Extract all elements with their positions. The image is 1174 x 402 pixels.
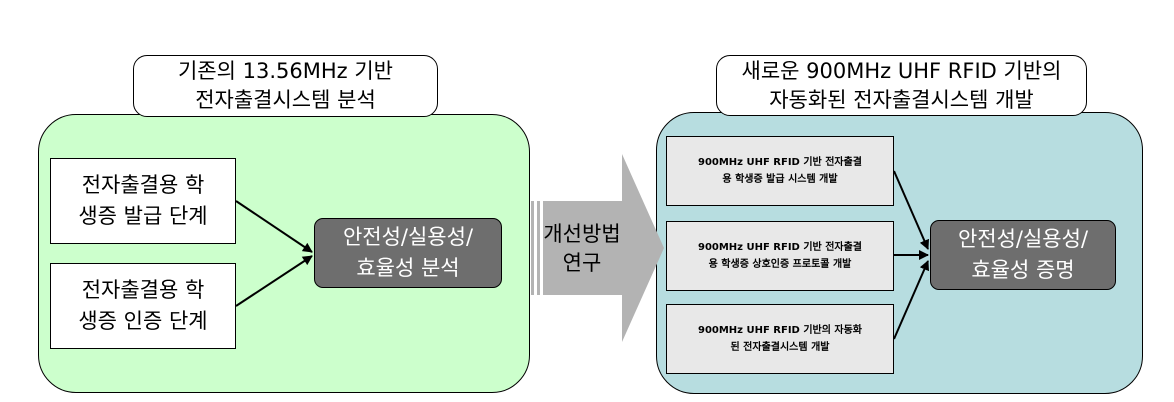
proof-result-box: 안전성/실용성/ 효율성 증명: [930, 220, 1116, 290]
issue-to-analysis-arrow: [235, 200, 313, 253]
id-card-auth-step: 전자출결용 학 생증 인증 단계: [50, 263, 236, 349]
auth-to-analysis-arrow: [235, 255, 313, 307]
auto-attendance-dev-box: 900MHz UHF RFID 기반의 자동화 된 전자출결시스템 개발: [666, 304, 894, 374]
improvement-method-label: 개선방법 연구: [543, 222, 621, 275]
id-card-issue-step: 전자출결용 학 생증 발급 단계: [50, 158, 236, 244]
issue-system-dev-box: 900MHz UHF RFID 기반 전자출결 용 학생증 발급 시스템 개발: [666, 136, 894, 206]
improvement-arrow: [531, 154, 664, 342]
auth-protocol-dev-box: 900MHz UHF RFID 기반 전자출결 용 학생증 상호인증 프로토콜 …: [666, 221, 894, 291]
new-system-title: 새로운 900MHz UHF RFID 기반의 자동화된 전자출결시스템 개발: [716, 55, 1087, 116]
auto-dev-to-proof-arrow: [893, 260, 929, 340]
issue-dev-to-proof-arrow: [893, 170, 929, 250]
analysis-result-box: 안전성/실용성/ 효율성 분석: [314, 218, 502, 288]
current-system-title: 기존의 13.56MHz 기반 전자출결시스템 분석: [133, 55, 438, 117]
